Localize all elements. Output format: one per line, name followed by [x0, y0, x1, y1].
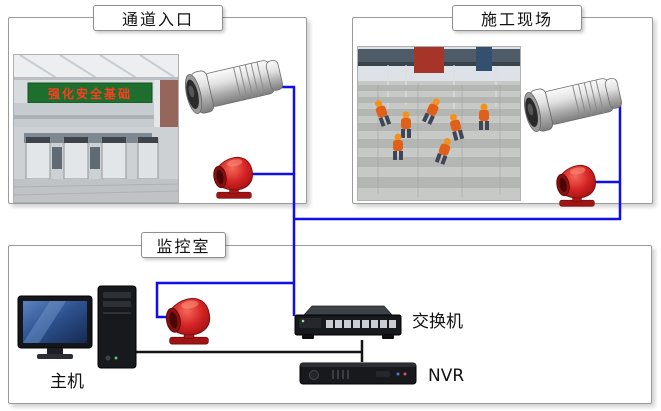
entrance-photo-image: 强化安全基础: [13, 54, 179, 202]
entrance-photo: 强化安全基础: [13, 54, 179, 203]
site-alarm-beacon-icon: [551, 156, 603, 208]
entrance-alarm-beacon-icon: [208, 148, 260, 200]
entrance-led-banner-text: 强化安全基础: [48, 86, 132, 101]
site-bullet-camera-icon: [515, 68, 630, 143]
room-alarm-beacon-icon: [160, 288, 218, 346]
entrance-bullet-camera-icon: [176, 50, 291, 125]
panel-title-control-room: 监控室: [141, 232, 226, 258]
construction-photo: [357, 46, 521, 201]
panel-title-construction: 施工现场: [452, 5, 582, 31]
switch-label: 交换机: [412, 312, 463, 332]
panel-title-entrance: 通道入口: [93, 5, 223, 31]
host-label: 主机: [50, 372, 84, 392]
network-switch-icon: [292, 302, 404, 342]
host-computer-icon: [16, 284, 138, 372]
construction-photo-image: [358, 47, 520, 200]
nvr-icon: [298, 358, 418, 388]
nvr-label: NVR: [428, 366, 465, 386]
